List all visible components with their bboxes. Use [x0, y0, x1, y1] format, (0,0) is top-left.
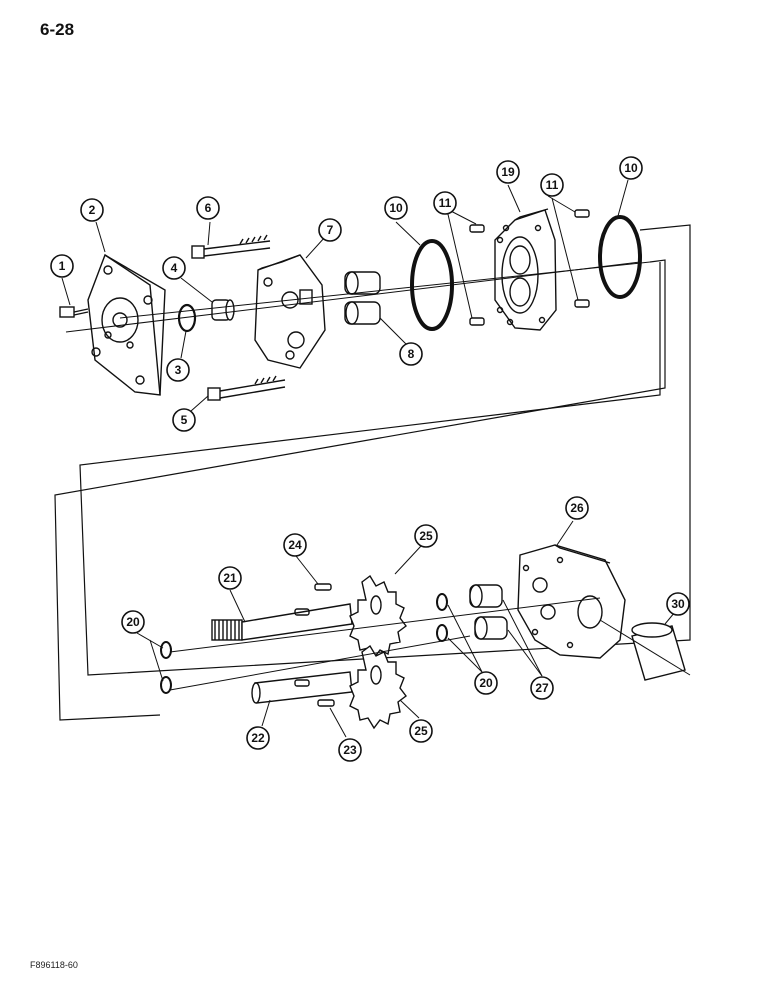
svg-text:22: 22 — [251, 731, 265, 745]
callout-11-right: 11 — [540, 173, 564, 197]
svg-text:11: 11 — [439, 196, 452, 210]
callout-20-left: 20 — [121, 610, 145, 634]
assembly-axis-lines-lower — [169, 597, 691, 691]
callout-25-lower: 25 — [409, 719, 433, 743]
callout-30: 30 — [666, 592, 690, 616]
svg-text:23: 23 — [343, 743, 357, 757]
part-key-24 — [314, 583, 332, 591]
callout-10-left: 10 — [384, 196, 408, 220]
callout-22: 22 — [246, 726, 270, 750]
svg-text:21: 21 — [223, 571, 237, 585]
svg-text:20: 20 — [126, 615, 140, 629]
svg-text:6: 6 — [205, 201, 212, 215]
callout-5: 5 — [172, 408, 196, 432]
callout-4: 4 — [162, 256, 186, 280]
svg-text:19: 19 — [501, 165, 515, 179]
svg-text:2: 2 — [89, 203, 96, 217]
callout-leaders — [61, 179, 676, 738]
callout-2: 2 — [80, 198, 104, 222]
part-bushing-4 — [211, 299, 235, 321]
part-idler-shaft — [251, 671, 353, 704]
part-bolt-5 — [207, 375, 286, 401]
callout-8: 8 — [399, 342, 423, 366]
callout-6: 6 — [196, 196, 220, 220]
callouts: 1 2 3 4 5 6 7 8 10 10 11 11 19 20 20 21 … — [50, 156, 690, 762]
svg-text:10: 10 — [624, 161, 638, 175]
svg-text:4: 4 — [171, 261, 178, 275]
callout-27: 27 — [530, 676, 554, 700]
svg-text:25: 25 — [414, 724, 428, 738]
figure-code: F896118-60 — [30, 960, 78, 970]
part-dowel-pins-right — [574, 209, 590, 308]
callout-10-right: 10 — [619, 156, 643, 180]
assembly-axis-lines-upper — [65, 261, 651, 333]
callout-24: 24 — [283, 533, 307, 557]
svg-text:3: 3 — [175, 363, 182, 377]
callout-19: 19 — [496, 160, 520, 184]
svg-text:11: 11 — [546, 178, 559, 192]
svg-text:27: 27 — [535, 681, 549, 695]
page-number: 6-28 — [40, 20, 75, 39]
part-key-23 — [317, 699, 335, 707]
part-end-cover — [254, 254, 326, 369]
svg-text:8: 8 — [408, 347, 415, 361]
callout-3: 3 — [166, 358, 190, 382]
part-gear-upper — [349, 574, 407, 660]
part-drive-shaft — [211, 603, 353, 641]
part-washers-left — [160, 641, 172, 694]
callout-21: 21 — [218, 566, 242, 590]
svg-text:30: 30 — [671, 597, 685, 611]
callout-23: 23 — [338, 738, 362, 762]
part-bearings-27 — [469, 584, 508, 640]
part-gear-housing — [494, 208, 557, 331]
part-dowel-pins-left — [469, 224, 485, 326]
svg-text:25: 25 — [419, 529, 433, 543]
part-bolt-6 — [191, 234, 271, 259]
svg-text:1: 1 — [59, 259, 66, 273]
callout-1: 1 — [50, 254, 74, 278]
callout-20-right: 20 — [474, 671, 498, 695]
svg-text:20: 20 — [479, 676, 493, 690]
svg-text:7: 7 — [327, 223, 334, 237]
part-bolt-1 — [59, 306, 89, 318]
part-gear-lower — [349, 644, 407, 730]
svg-text:26: 26 — [570, 501, 584, 515]
callout-11-left: 11 — [433, 191, 457, 215]
callout-25-upper: 25 — [414, 524, 438, 548]
svg-text:24: 24 — [288, 538, 302, 552]
callout-26: 26 — [565, 496, 589, 520]
svg-text:5: 5 — [181, 413, 188, 427]
svg-text:10: 10 — [389, 201, 403, 215]
callout-7: 7 — [318, 218, 342, 242]
part-bearings-8 — [344, 271, 381, 325]
part-seal-ring-right — [598, 215, 642, 299]
part-sleeve — [631, 622, 686, 681]
assembly-connection-lines — [54, 224, 691, 721]
